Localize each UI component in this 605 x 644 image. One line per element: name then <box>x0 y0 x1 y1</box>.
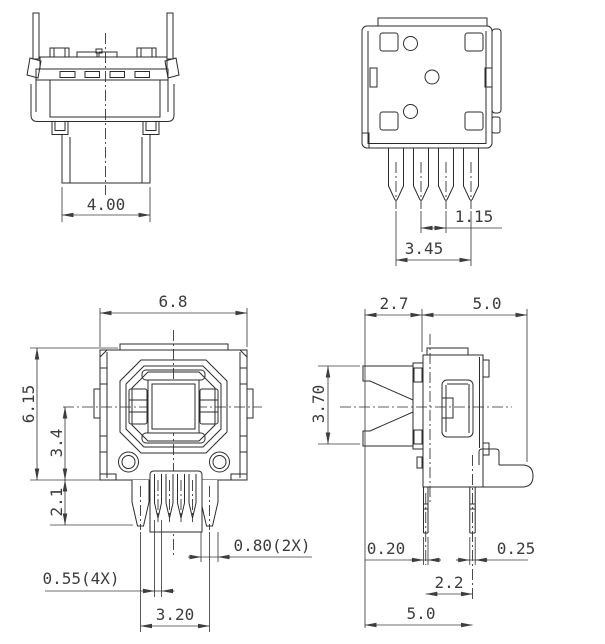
front-view-actuator-frame <box>119 359 228 454</box>
side-view-body <box>422 347 534 488</box>
dimension-terminal-length: 2.1 <box>47 479 133 526</box>
front-view-body <box>93 343 254 481</box>
dimension-overall-depth: 5.0 <box>364 604 473 628</box>
dimension-actuator-protrusion: 2.7 <box>364 294 423 628</box>
top-view-body <box>30 79 175 135</box>
dim-top-shroud-width: 4.00 <box>87 195 126 214</box>
dimension-wide-pin-width: 0.80(2X) <box>188 532 312 562</box>
top-view-mounting-posts <box>26 12 180 79</box>
dim-bottom-pin-span: 3.45 <box>405 239 444 258</box>
front-view-wide-pins <box>131 480 219 530</box>
dim-front-wide-pin-width: 0.80(2X) <box>233 536 310 555</box>
dimension-pin-span: 3.45 <box>395 211 472 266</box>
dim-front-body-width: 6.8 <box>159 292 188 311</box>
front-view: 6.8 6.15 3.4 2.1 0.80(2X) <box>19 292 312 632</box>
dimension-rear-pin-thickness: 0.25 <box>456 537 535 565</box>
top-view: 4.00 <box>26 12 180 222</box>
dimension-front-pin-thickness: 0.20 <box>365 537 441 565</box>
dim-side-pin-spacing: 2.2 <box>435 573 464 592</box>
bottom-view-body <box>361 17 502 149</box>
dim-side-body-depth: 5.0 <box>473 294 502 313</box>
front-view-terminal-block <box>149 470 203 533</box>
top-view-cover <box>35 47 169 81</box>
side-view-pins <box>423 455 476 602</box>
dimension-actuator-height: 3.70 <box>309 365 360 445</box>
dimension-body-depth: 5.0 <box>421 294 528 462</box>
dim-front-terminal-length: 2.1 <box>47 488 66 517</box>
dim-front-body-height: 6.15 <box>19 385 38 424</box>
bottom-view-corner-pads <box>379 32 484 131</box>
bottom-view-terminals <box>388 148 479 209</box>
dimension-terminal-span: 3.20 <box>140 532 210 632</box>
dim-front-narrow-pin-width: 0.55(4X) <box>42 569 119 588</box>
side-view-actuator <box>362 362 424 469</box>
side-view: 2.7 5.0 3.70 0.20 0.25 2.2 <box>309 294 535 628</box>
dim-front-center-to-base: 3.4 <box>47 429 66 458</box>
dimension-pin-pitch: 1.15 <box>420 207 502 233</box>
dimension-pin-spacing: 2.2 <box>425 573 473 597</box>
dim-bottom-pin-pitch: 1.15 <box>455 207 494 226</box>
dimension-body-width: 6.8 <box>99 292 248 347</box>
dimension-shroud-width: 4.00 <box>61 187 151 222</box>
dim-side-actuator-height: 3.70 <box>309 385 328 424</box>
dim-side-front-pin-thickness: 0.20 <box>367 539 406 558</box>
front-view-mounting-holes <box>118 451 230 473</box>
dim-front-terminal-span: 3.20 <box>156 605 195 624</box>
dim-side-overall-depth: 5.0 <box>407 604 436 623</box>
top-view-shroud <box>61 134 151 184</box>
bottom-view: 1.15 3.45 <box>361 17 502 266</box>
bottom-view-holes <box>403 36 440 119</box>
dim-side-rear-pin-thickness: 0.25 <box>497 539 536 558</box>
dim-side-actuator-protrusion: 2.7 <box>380 294 409 313</box>
dimension-center-to-base: 3.4 <box>47 406 68 481</box>
dimension-narrow-pin-width: 0.55(4X) <box>42 520 175 597</box>
